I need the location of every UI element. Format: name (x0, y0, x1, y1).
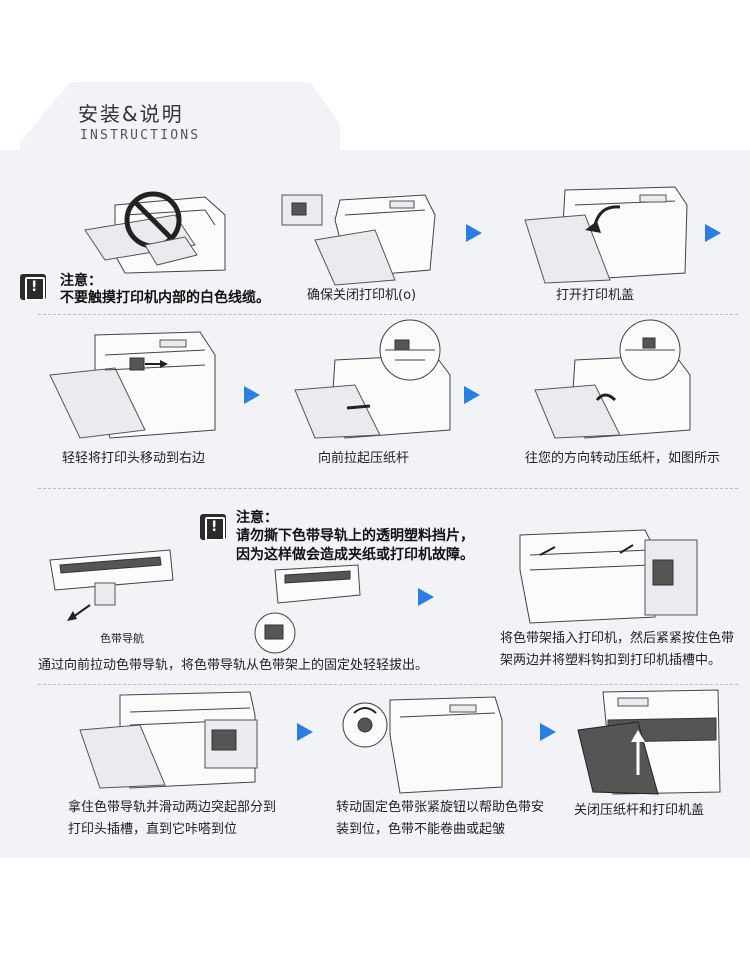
printer-slide-guide-illustration (80, 690, 260, 790)
step-caption: 打开打印机盖 (556, 285, 634, 307)
printer-close-cover-illustration (578, 690, 723, 795)
arrow-right-icon (297, 723, 313, 741)
note-body: 因为这样做会造成夹纸或打印机故障。 (236, 545, 474, 565)
step-caption: 拿住色带导轨并滑动两边突起部分到打印头插槽，直到它咔嗒到位 (68, 797, 286, 841)
arrow-right-icon (705, 224, 721, 242)
page-title: 安装&说明 (78, 98, 184, 127)
step-caption: 确保关闭打印机(o) (307, 285, 416, 307)
divider (38, 314, 738, 315)
arrow-right-icon (466, 224, 482, 242)
printer-insert-ribbon-illustration (515, 525, 700, 625)
note-body: 不要触摸打印机内部的白色线缆。 (60, 288, 270, 308)
step-caption: 将色带架插入打印机，然后紧紧按住色带架两边并将塑料钩扣到打印机插槽中。 (500, 628, 740, 672)
printer-tension-knob-illustration (340, 695, 505, 795)
note-body: 请勿撕下色带导轨上的透明塑料挡片， (236, 526, 474, 546)
ribbon-guide-illustration (45, 545, 175, 625)
divider (38, 684, 738, 685)
printer-rotate-lever-illustration (535, 320, 695, 440)
step-caption: 往您的方向转动压纸杆，如图所示 (525, 448, 720, 470)
arrow-right-icon (464, 386, 480, 404)
step-caption: 通过向前拉动色带导轨，将色带导轨从色带架上的固定处轻轻拔出。 (38, 655, 428, 677)
printer-no-touch-illustration (85, 185, 235, 280)
ribbon-cartridge-illustration (250, 565, 360, 655)
step-caption: 关闭压纸杆和打印机盖 (574, 800, 704, 822)
arrow-right-icon (244, 386, 260, 404)
divider (38, 488, 738, 489)
arrow-right-icon (418, 588, 434, 606)
printer-move-head-illustration (50, 330, 220, 440)
printer-power-off-illustration (280, 185, 440, 285)
note-title: 注意： (60, 270, 102, 290)
warning-icon: ! (20, 274, 46, 300)
step-caption: 轻轻将打印头移动到右边 (62, 448, 205, 470)
printer-release-lever-illustration (295, 320, 455, 440)
ribbon-guide-label: 色带导航 (100, 628, 144, 650)
printer-open-cover-illustration (525, 185, 690, 285)
page-subtitle: INSTRUCTIONS (80, 128, 200, 143)
step-caption: 向前拉起压纸杆 (318, 448, 409, 470)
warning-icon: ! (200, 514, 226, 540)
step-caption: 转动固定色带张紧旋钮以帮助色带安装到位，色带不能卷曲或起皱 (336, 797, 546, 841)
note-title: 注意： (236, 507, 278, 527)
arrow-right-icon (540, 723, 556, 741)
